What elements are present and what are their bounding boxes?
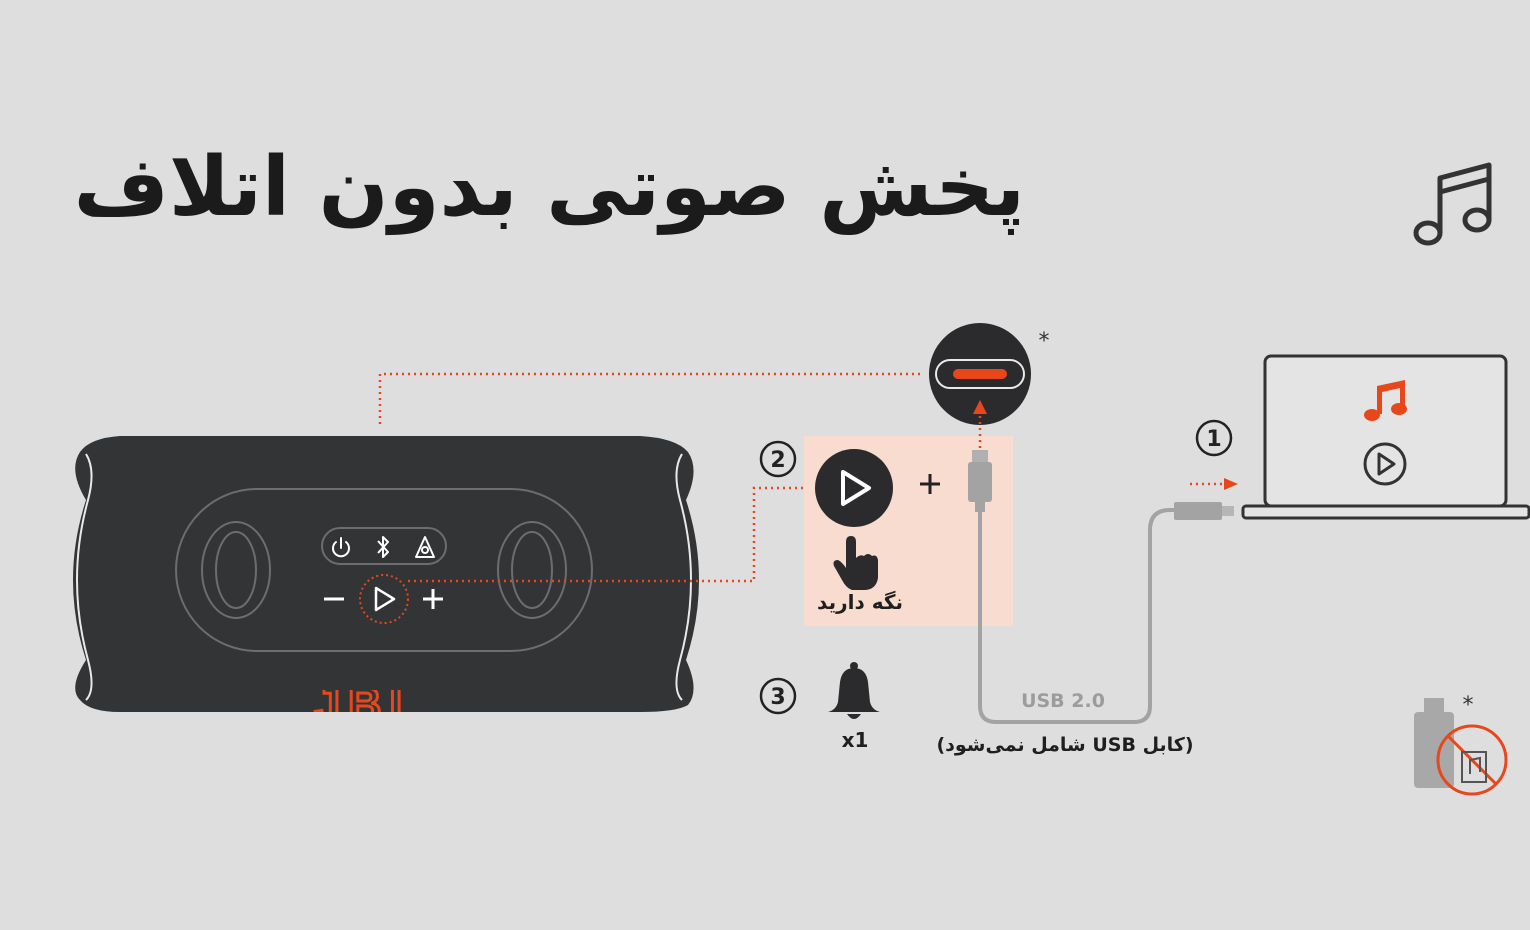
left-passive-radiator [201, 521, 271, 619]
play-icon [374, 586, 396, 612]
plus-sign [920, 474, 940, 494]
svg-text:1: 1 [1206, 427, 1221, 452]
bell-icon [828, 662, 880, 719]
laptop [1241, 354, 1530, 520]
svg-text:2: 2 [770, 448, 785, 473]
auracast-icon [415, 536, 435, 558]
flash-drive-footnote-mark: * [1463, 693, 1474, 718]
brand-logo: JBL [315, 678, 426, 730]
step3-badge: 3 [759, 677, 797, 715]
usb-cable [968, 450, 1234, 724]
volume-up-icon [423, 589, 443, 609]
page-title: پخش صوتی بدون اتلاف [73, 140, 1026, 235]
usb-version-label: USB 2.0 [1021, 690, 1105, 712]
insert-arrow [973, 400, 987, 414]
svg-text:3: 3 [770, 685, 785, 710]
cable-not-included-note: (کابل USB شامل نمی‌شود) [936, 734, 1194, 756]
bluetooth-icon [377, 536, 389, 558]
power-icon [332, 537, 350, 558]
step1-badge: 1 [1195, 419, 1233, 457]
control-panel [175, 488, 593, 652]
play-button-large [815, 449, 893, 527]
usb-c-port-slot [953, 369, 1007, 379]
music-notes-icon [1413, 162, 1492, 246]
play-connector-line [408, 486, 814, 583]
play-circle-icon [1363, 442, 1407, 486]
hold-label: نگه دارید [817, 590, 903, 614]
hand-pointer-icon [833, 536, 878, 590]
plug-in-arrow [1224, 478, 1238, 490]
step2-badge: 2 [759, 440, 797, 478]
speaker-body [73, 436, 699, 712]
play-icon-large [841, 470, 871, 506]
port-connector-line [378, 372, 920, 424]
music-note-icon [1364, 380, 1407, 421]
play-button-highlight [359, 574, 409, 624]
top-button-strip [321, 527, 447, 565]
port-footnote-mark: * [1039, 329, 1050, 354]
speaker: JBL [73, 436, 699, 730]
right-passive-radiator [497, 521, 567, 619]
beep-count: x1 [841, 728, 869, 752]
no-usb-drive-music-icon [1414, 698, 1508, 796]
